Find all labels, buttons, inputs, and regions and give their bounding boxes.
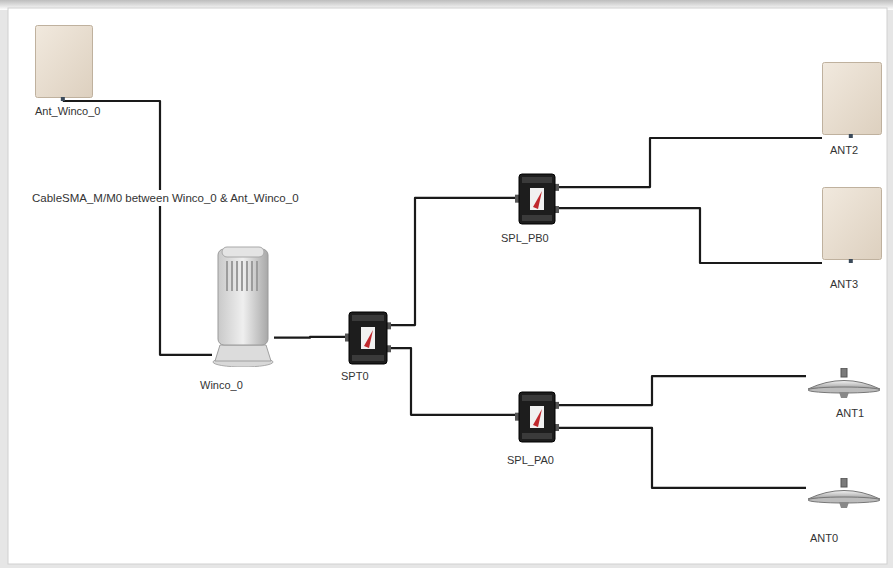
omni-antenna: ANT1: [806, 368, 882, 398]
omni-icon: [806, 478, 882, 508]
cable: [391, 198, 515, 325]
cable: [391, 348, 515, 415]
cable: [559, 428, 806, 488]
cable: [63, 101, 212, 355]
splitter: SPT0: [345, 310, 391, 366]
panel-antenna: Ant_Winco_0: [35, 25, 93, 101]
cable: [559, 208, 822, 263]
cable-label: CableSMA_M/M0 between Winco_0 & Ant_Winc…: [30, 190, 301, 206]
panel-antenna: ANT3: [822, 187, 882, 263]
panel-icon: [822, 187, 882, 263]
split-icon: [515, 172, 559, 226]
device-label: ANT1: [836, 407, 864, 420]
access-point: Winco_0: [212, 245, 274, 367]
panel-icon: [822, 62, 882, 138]
device-label: ANT3: [830, 278, 858, 291]
winco-icon: [212, 245, 274, 367]
device-label: Ant_Winco_0: [35, 105, 100, 118]
panel-antenna: ANT2: [822, 62, 882, 138]
cable: [559, 138, 822, 187]
cable: [274, 336, 345, 339]
device-label: ANT0: [810, 532, 838, 545]
omni-icon: [806, 368, 882, 398]
device-label: Winco_0: [200, 379, 243, 392]
device-label: SPL_PA0: [507, 454, 554, 467]
panel-icon: [35, 25, 93, 101]
device-label: ANT2: [830, 144, 858, 157]
omni-antenna: ANT0: [806, 478, 882, 508]
split-icon: [515, 390, 559, 444]
cable: [559, 376, 806, 405]
splitter: SPL_PB0: [515, 172, 559, 226]
splitter: SPL_PA0: [515, 390, 559, 444]
split-icon: [345, 310, 391, 366]
device-label: SPL_PB0: [501, 232, 549, 245]
device-label: SPT0: [341, 370, 369, 383]
